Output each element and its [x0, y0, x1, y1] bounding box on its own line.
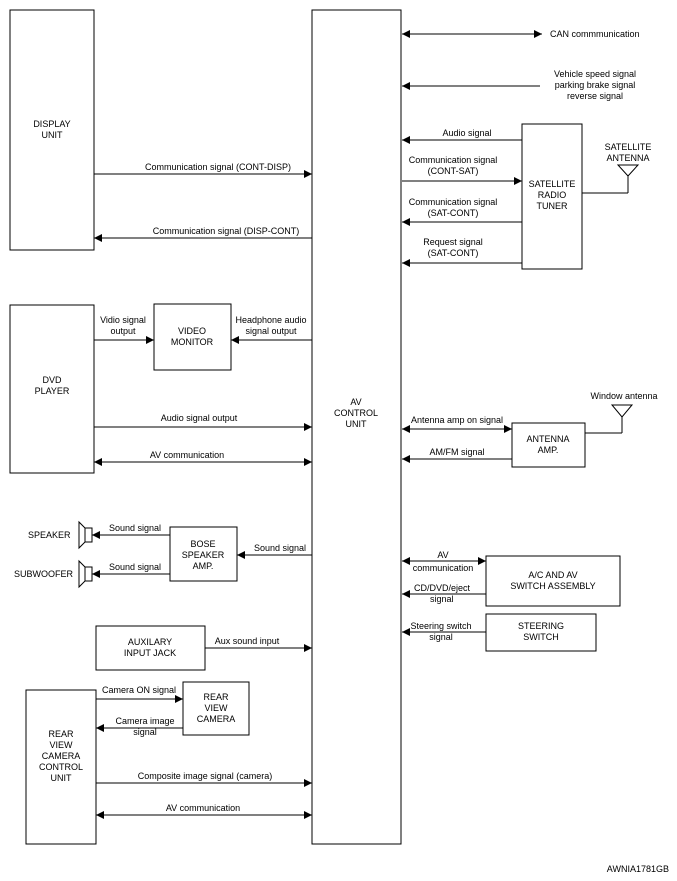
figure-id: AWNIA1781GB	[607, 864, 669, 874]
speaker-label: SPEAKER	[28, 530, 71, 540]
antenna-on-label: Antenna amp on signal	[411, 415, 503, 425]
request-signal-label: Request signal(SAT-CONT)	[423, 237, 483, 258]
sound-bose-label: Sound signal	[254, 543, 306, 553]
rear-camera-box	[182, 681, 250, 736]
rear-camera-control-unit-box	[25, 689, 97, 845]
ac-av-switch-box	[485, 555, 621, 607]
bose-amp-box	[169, 526, 238, 582]
composite-label: Composite image signal (camera)	[138, 771, 273, 781]
dvd-audio-label: Audio signal output	[161, 413, 238, 423]
sat-cont-label: Communication signal(SAT-CONT)	[409, 197, 498, 218]
steering-switch-box	[485, 613, 597, 652]
speaker-icon	[78, 520, 93, 550]
cam-av-comm-label: AV communication	[166, 803, 240, 813]
subwoofer-label: SUBWOOFER	[14, 569, 74, 579]
sound-sub-label: Sound signal	[109, 562, 161, 572]
sound-speaker-label: Sound signal	[109, 523, 161, 533]
can-label: CAN commmunication	[550, 29, 640, 39]
amfm-label: AM/FM signal	[429, 447, 484, 457]
antenna-amp-box	[511, 422, 586, 468]
video-monitor-box	[153, 303, 232, 371]
cont-disp-label: Communication signal (CONT-DISP)	[145, 162, 291, 172]
aux-sound-label: Aux sound input	[215, 636, 280, 646]
display-unit-box	[9, 9, 95, 251]
camera-on-label: Camera ON signal	[102, 685, 176, 695]
satellite-antenna-icon	[616, 164, 640, 177]
cont-sat-label: Communication signal(CONT-SAT)	[409, 155, 498, 176]
window-antenna-icon	[610, 404, 634, 418]
av-control-unit-box	[311, 9, 402, 845]
satellite-tuner-box	[521, 123, 583, 270]
disp-cont-label: Communication signal (DISP-CONT)	[153, 226, 300, 236]
subwoofer-icon	[78, 559, 93, 589]
dvd-player-box	[9, 304, 95, 474]
sat-audio-label: Audio signal	[442, 128, 491, 138]
aux-jack-box	[95, 625, 206, 671]
window-antenna-label: Window antenna	[590, 391, 657, 401]
dvd-av-comm-label: AV communication	[150, 450, 224, 460]
